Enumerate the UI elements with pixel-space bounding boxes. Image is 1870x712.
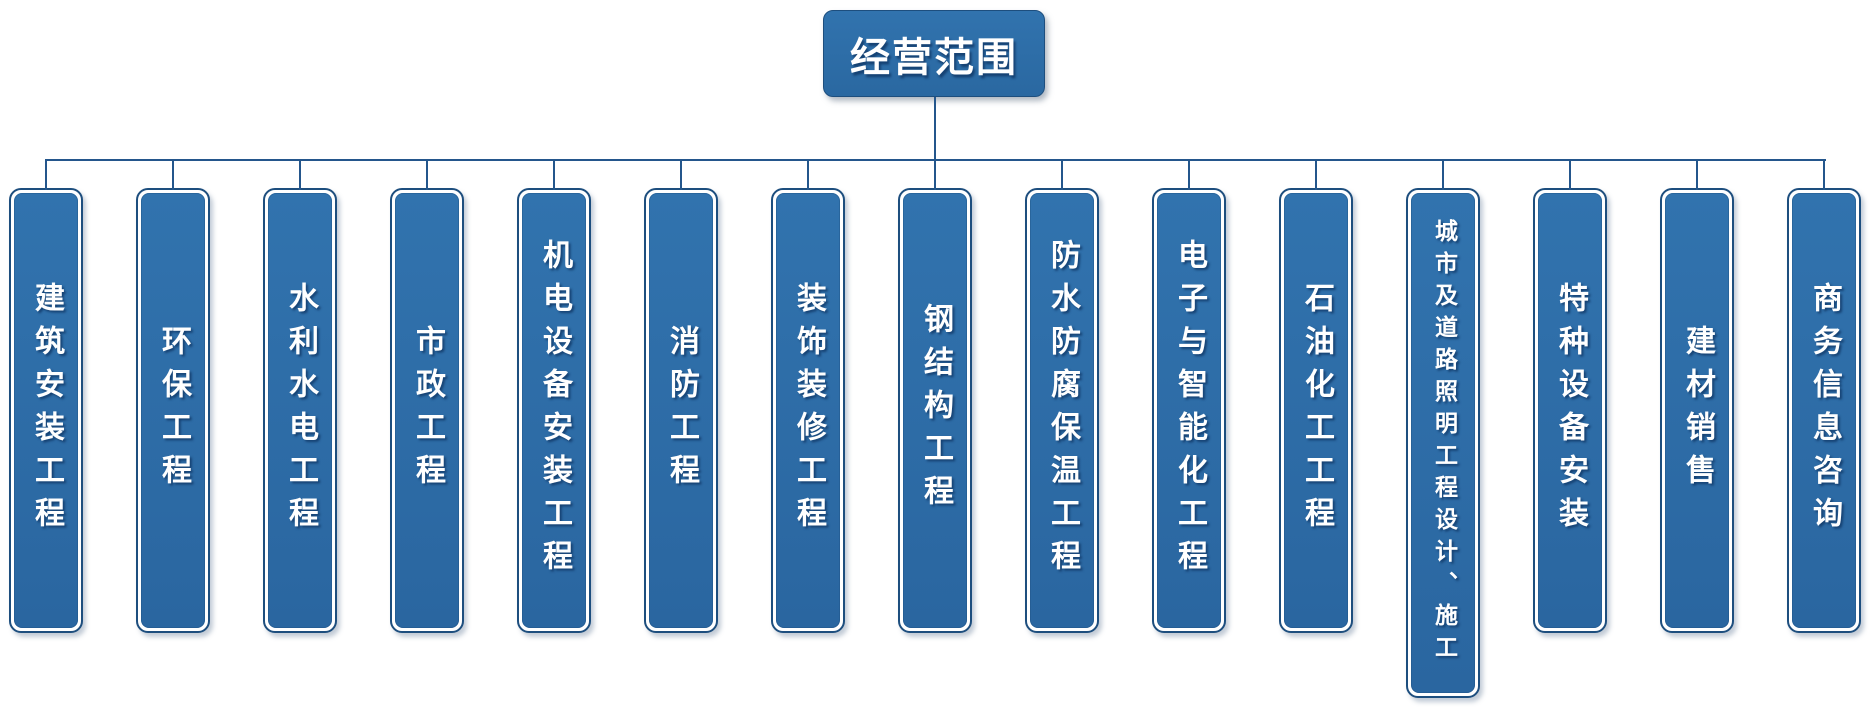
branch-box-inner: 钢结构工程 xyxy=(903,193,967,628)
branch-label: 特种设备安装 xyxy=(1553,281,1588,540)
branch-box-inner: 商务信息咨询 xyxy=(1792,193,1856,628)
branch-box-inner: 市政工程 xyxy=(395,193,459,628)
branch-box-inner: 防水防腐保温工程 xyxy=(1030,193,1094,628)
branch-box: 建材销售 xyxy=(1660,159,1734,633)
branch-box: 机电设备安装工程 xyxy=(517,159,591,633)
root-node-label: 经营范围 xyxy=(850,34,1018,81)
branch-box-inner: 环保工程 xyxy=(141,193,205,628)
branch-label: 市政工程 xyxy=(410,324,445,497)
branch-box: 城市及道路照明工程设计、施工 xyxy=(1406,159,1480,698)
root-node-business-scope: 经营范围 xyxy=(823,10,1045,97)
branch-label: 水利水电工程 xyxy=(283,281,318,540)
branch-box: 环保工程 xyxy=(136,159,210,633)
branch-box: 市政工程 xyxy=(390,159,464,633)
horizontal-rail-connector xyxy=(46,159,1826,161)
branch-box: 防水防腐保温工程 xyxy=(1025,159,1099,633)
branch-row: 建筑安装工程 环保工程 水利水电工程 市政工程 机电设备安装工程 xyxy=(9,159,1861,698)
branch-box-inner: 机电设备安装工程 xyxy=(522,193,586,628)
branch-box-inner: 消防工程 xyxy=(649,193,713,628)
branch-box: 装饰装修工程 xyxy=(771,159,845,633)
branch-box-inner: 水利水电工程 xyxy=(268,193,332,628)
branch-box: 石油化工工程 xyxy=(1279,159,1353,633)
branch-label: 电子与智能化工程 xyxy=(1172,238,1207,583)
branch-box: 商务信息咨询 xyxy=(1787,159,1861,633)
branch-label: 环保工程 xyxy=(156,324,191,497)
root-stem-connector xyxy=(934,97,936,160)
branch-box-inner: 建材销售 xyxy=(1665,193,1729,628)
branch-label: 机电设备安装工程 xyxy=(537,238,572,583)
branch-box: 建筑安装工程 xyxy=(9,159,83,633)
branch-label: 装饰装修工程 xyxy=(791,281,826,540)
branch-box-inner: 建筑安装工程 xyxy=(14,193,78,628)
branch-label: 建筑安装工程 xyxy=(29,281,64,540)
branch-label: 建材销售 xyxy=(1680,324,1715,497)
branch-box: 钢结构工程 xyxy=(898,159,972,633)
branch-box: 电子与智能化工程 xyxy=(1152,159,1226,633)
branch-label: 石油化工工程 xyxy=(1299,281,1334,540)
branch-label: 商务信息咨询 xyxy=(1807,281,1842,540)
branch-label: 消防工程 xyxy=(664,324,699,497)
branch-box-inner: 石油化工工程 xyxy=(1284,193,1348,628)
branch-label: 防水防腐保温工程 xyxy=(1045,238,1080,583)
branch-box-inner: 装饰装修工程 xyxy=(776,193,840,628)
branch-box: 特种设备安装 xyxy=(1533,159,1607,633)
branch-box-inner: 特种设备安装 xyxy=(1538,193,1602,628)
branch-label: 城市及道路照明工程设计、施工 xyxy=(1430,219,1457,667)
branch-box-inner: 电子与智能化工程 xyxy=(1157,193,1221,628)
branch-box-inner: 城市及道路照明工程设计、施工 xyxy=(1411,193,1475,693)
branch-box: 水利水电工程 xyxy=(263,159,337,633)
branch-box: 消防工程 xyxy=(644,159,718,633)
branch-label: 钢结构工程 xyxy=(918,303,953,518)
